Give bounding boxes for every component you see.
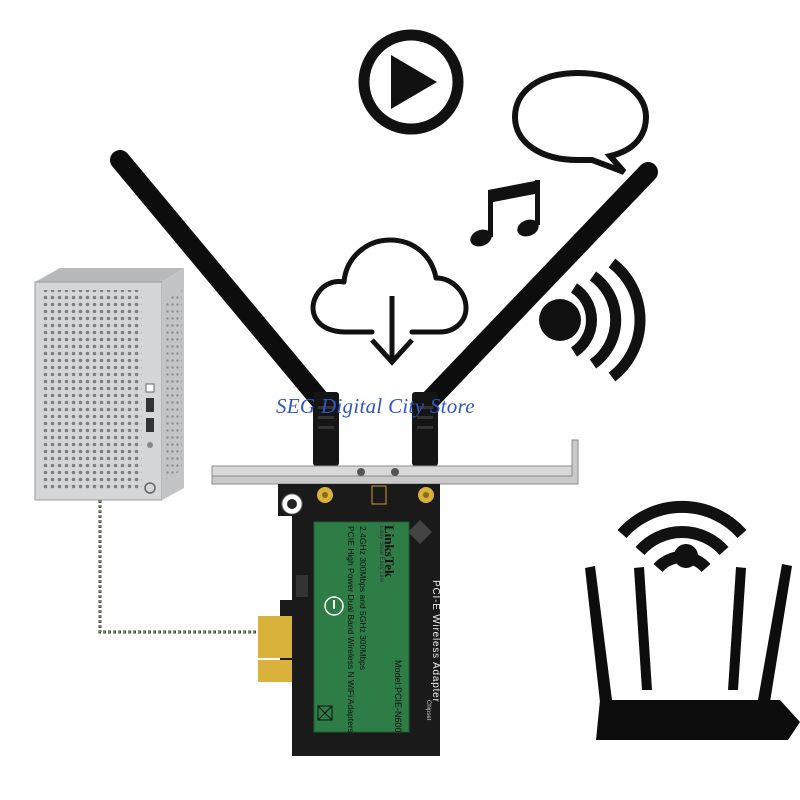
music-note-icon bbox=[470, 180, 540, 247]
pcie-cable bbox=[98, 500, 258, 634]
label-model: Model:PCIE-N600 bbox=[393, 660, 403, 733]
pcb-title: PCI-E Wireless Adapter bbox=[430, 580, 441, 703]
left-antenna bbox=[110, 150, 339, 466]
label-tagline: Easy Steal Easy Link bbox=[378, 526, 384, 583]
play-icon bbox=[358, 29, 464, 135]
right-antenna bbox=[412, 162, 658, 466]
store-watermark: SEG Digital City Store bbox=[276, 394, 475, 418]
router-silhouette bbox=[585, 564, 800, 740]
gold-contacts bbox=[258, 616, 292, 682]
speech-bubble-icon bbox=[511, 69, 650, 175]
signal-waves-icon bbox=[539, 258, 646, 382]
wifi-icon bbox=[617, 500, 747, 573]
cloud-download-icon bbox=[310, 237, 469, 366]
product-label bbox=[313, 521, 410, 733]
mini-pc-case bbox=[34, 268, 184, 501]
pcie-bracket bbox=[211, 439, 579, 485]
pcb-subtitle: Chipset bbox=[425, 700, 431, 721]
label-spec-line2: PCIE High Power Dual Band Wireless N WiF… bbox=[346, 526, 356, 733]
label-spec-line1: 2.4GHz 300Mbps and 5GHz 300Mbps bbox=[358, 526, 368, 671]
